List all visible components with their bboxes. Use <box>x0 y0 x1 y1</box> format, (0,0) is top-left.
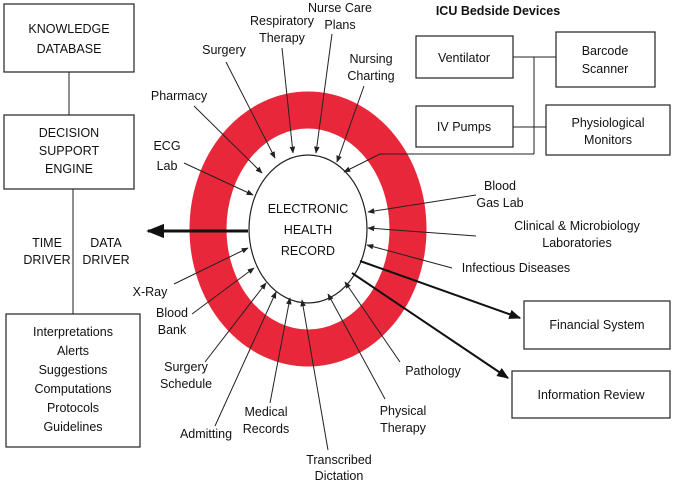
surgery-schedule-arrow <box>204 282 267 363</box>
time-driver-line-1: TIME <box>32 236 62 250</box>
blood-gas-line-1: Blood <box>484 179 516 193</box>
financial-system-box <box>523 300 671 350</box>
outputs-item-4: Computations <box>34 382 111 396</box>
clinical-micro-arrow <box>367 225 477 237</box>
infectious-arrow <box>366 243 453 269</box>
pharmacy-label: Pharmacy <box>151 89 208 103</box>
admitting-label: Admitting <box>180 427 232 441</box>
clinical-micro-line-2: Laboratories <box>542 236 612 250</box>
medical-records-line-2: Records <box>243 422 290 436</box>
nursing-charting-arrow <box>336 85 365 163</box>
clinical-micro-line-1: Clinical & Microbiology <box>514 219 640 233</box>
physical-therapy-line-2: Therapy <box>380 421 427 435</box>
pathology-arrow <box>344 281 401 363</box>
medical-records-line-1: Medical <box>244 405 287 419</box>
knowledge-line-1: KNOWLEDGE <box>28 22 109 36</box>
pharmacy-arrow <box>193 105 263 174</box>
respiratory-line-1: Respiratory <box>250 14 315 28</box>
information-review-box <box>511 370 671 419</box>
blood-gas-arrow <box>367 194 477 214</box>
icu-devices-title: ICU Bedside Devices <box>436 4 560 18</box>
barcode-line-2: Scanner <box>582 62 629 76</box>
ventilator-label: Ventilator <box>438 51 490 65</box>
data-driver-line-1: DATA <box>90 236 122 250</box>
ehr-ring <box>189 91 427 367</box>
ecg-arrow <box>183 162 254 196</box>
ecg-line-1: ECG <box>153 139 180 153</box>
iv-pumps-box <box>415 105 514 148</box>
admitting-arrow <box>214 291 277 427</box>
ehr-center-circle <box>248 154 368 304</box>
decision-support-box <box>3 114 135 190</box>
xray-arrow <box>173 247 249 285</box>
nurse-care-line-1: Nurse Care <box>308 1 372 15</box>
transcribed-line-1: Transcribed <box>306 453 372 467</box>
blood-gas-line-2: Gas Lab <box>476 196 523 210</box>
outputs-item-5: Protocols <box>47 401 99 415</box>
outputs-item-6: Guidelines <box>43 420 102 434</box>
nurse-care-arrow <box>314 33 333 154</box>
blood-bank-line-2: Bank <box>158 323 187 337</box>
transcribed-line-2: Dictation <box>315 469 364 482</box>
outputs-box <box>5 313 141 448</box>
outputs-item-1: Interpretations <box>33 325 113 339</box>
knowledge-line-2: DATABASE <box>37 42 102 56</box>
transcribed-arrow <box>300 299 329 451</box>
icu-to-ehr-arrow <box>343 153 381 173</box>
ehr-to-review-arrow <box>351 272 509 379</box>
barcode-scanner-box <box>555 31 656 88</box>
physical-therapy-arrow <box>327 293 386 400</box>
xray-label: X-Ray <box>133 285 168 299</box>
center-line-1: ELECTRONIC <box>268 202 349 216</box>
barcode-line-1: Barcode <box>582 44 629 58</box>
infectious-label: Infectious Diseases <box>462 261 570 275</box>
physiological-monitors-box <box>545 104 671 156</box>
information-review-label: Information Review <box>538 388 646 402</box>
physical-therapy-line-1: Physical <box>380 404 427 418</box>
blood-bank-line-1: Blood <box>156 306 188 320</box>
ehr-to-financial-arrow <box>359 260 522 319</box>
time-driver-line-2: DRIVER <box>23 253 70 267</box>
nurse-care-line-2: Plans <box>324 18 355 32</box>
medical-records-arrow <box>269 297 292 404</box>
monitors-line-1: Physiological <box>572 116 645 130</box>
outputs-item-2: Alerts <box>57 344 89 358</box>
center-line-3: RECORD <box>281 244 335 258</box>
pathology-label: Pathology <box>405 364 461 378</box>
decision-line-1: DECISION <box>39 126 99 140</box>
iv-pumps-label: IV Pumps <box>437 120 491 134</box>
monitors-line-2: Monitors <box>584 133 632 147</box>
nursing-charting-line-1: Nursing <box>349 52 392 66</box>
surgery-label: Surgery <box>202 43 247 57</box>
respiratory-line-2: Therapy <box>259 31 306 45</box>
blood-bank-arrow <box>191 267 255 315</box>
respiratory-arrow <box>281 47 296 154</box>
outputs-item-3: Suggestions <box>39 363 108 377</box>
surgery-schedule-line-2: Schedule <box>160 377 212 391</box>
decision-line-2: SUPPORT <box>39 144 100 158</box>
ecg-line-2: Lab <box>157 159 178 173</box>
nursing-charting-line-2: Charting <box>347 69 394 83</box>
ventilator-box <box>415 35 514 79</box>
data-driver-line-2: DRIVER <box>82 253 129 267</box>
surgery-arrow <box>225 61 276 159</box>
decision-line-3: ENGINE <box>45 162 93 176</box>
knowledge-database-box <box>3 3 135 73</box>
center-line-2: HEALTH <box>284 223 332 237</box>
financial-system-label: Financial System <box>549 318 644 332</box>
surgery-schedule-line-1: Surgery <box>164 360 209 374</box>
